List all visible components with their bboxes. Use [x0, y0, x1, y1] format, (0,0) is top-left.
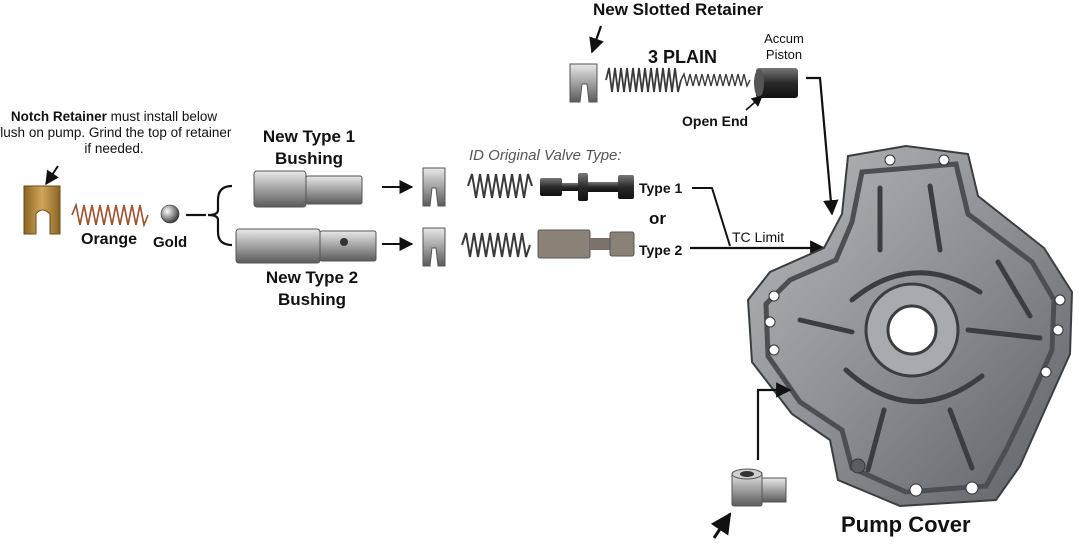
type1-bushing-icon [253, 170, 363, 208]
top-slotted-retainer-icon [569, 63, 598, 103]
notch-retainer-text: must install below flush on pump. Grind … [0, 109, 232, 156]
accum-piston-label: Accum Piston [764, 31, 804, 62]
new-type1-bushing-label: New Type 1 Bushing [262, 127, 356, 168]
new-slotted-retainer-label: New Slotted Retainer [593, 0, 764, 19]
open-end-arrow [745, 95, 763, 111]
notch-retainer-arrow [45, 165, 59, 186]
tc-limit-label: TC Limit [732, 229, 785, 245]
plug-to-pump-line [756, 382, 792, 460]
valve-spring-type1-icon [467, 173, 533, 199]
orange-label: Orange [81, 231, 138, 248]
orange-spring-icon [71, 202, 149, 228]
type2-label: Type 2 [639, 242, 683, 258]
slotted-retainer-type1-icon [422, 167, 446, 207]
open-end-label: Open End [682, 113, 749, 129]
accum-piston-icon [754, 68, 798, 98]
plug-bolt-icon [731, 468, 787, 507]
gold-ball-icon [160, 204, 180, 224]
or-label: or [649, 209, 666, 228]
type1-connector [692, 187, 731, 247]
plug-bolt-arrow [710, 512, 732, 539]
type1-label: Type 1 [639, 180, 683, 196]
new-type2-bushing-label: New Type 2 Bushing [265, 268, 359, 309]
slotted-retainer-arrow [589, 25, 604, 54]
accum-spring-icon [605, 67, 751, 93]
type2-bushing-icon [235, 228, 377, 264]
type1-valve-icon [540, 173, 634, 201]
notch-retainer-icon [23, 185, 61, 235]
pump-cover-label: Pump Cover [841, 512, 971, 537]
valve-spring-type2-icon [461, 232, 531, 258]
notch-retainer-bold: Notch Retainer [10, 109, 107, 124]
accum-to-pump-line [806, 76, 839, 216]
type2-valve-icon [537, 229, 635, 259]
slotted-retainer-type2-icon [422, 227, 446, 267]
notch-retainer-note: Notch Retainer must install below flush … [0, 109, 232, 157]
pump-cover-icon [746, 144, 1074, 508]
bushing-brace [186, 184, 233, 247]
gold-label: Gold [153, 234, 188, 251]
three-plain-label: 3 PLAIN [648, 47, 718, 67]
id-original-valve-type-label: ID Original Valve Type: [469, 147, 622, 164]
